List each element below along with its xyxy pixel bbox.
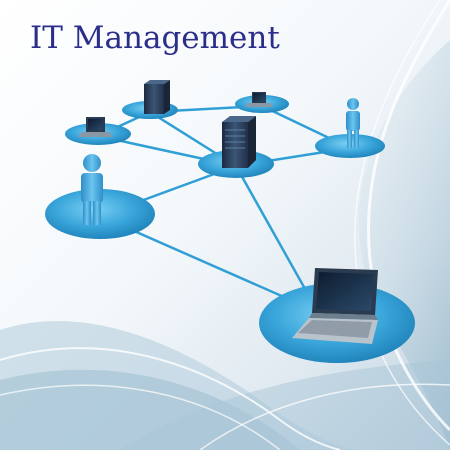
server-icon xyxy=(144,80,170,114)
laptop-icon xyxy=(245,92,273,107)
laptop-icon xyxy=(292,268,378,344)
person-icon xyxy=(81,154,103,225)
page-title: IT Management xyxy=(30,20,280,56)
server-icon xyxy=(222,116,256,168)
laptop-icon xyxy=(78,117,113,137)
person-icon xyxy=(346,98,360,148)
